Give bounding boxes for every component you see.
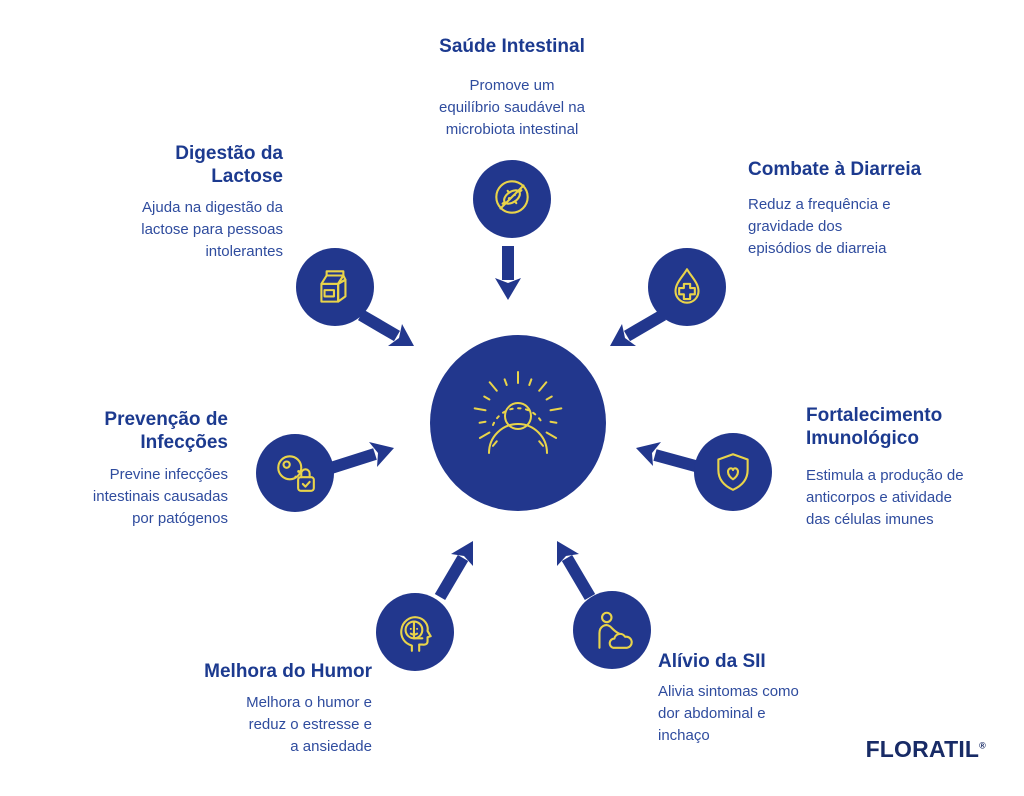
arrow-lactose-to-center: [357, 309, 414, 346]
milk-carton-icon: [296, 248, 374, 326]
benefit-title: Combate à Diarreia: [748, 159, 922, 180]
arrow-humor-to-center: [434, 541, 473, 601]
arrow-imunologico-to-center: [636, 442, 701, 473]
shield-heart-icon: [694, 433, 772, 511]
benefit-title: Prevenção de Infecções: [104, 409, 228, 453]
no-bacteria-icon: [489, 174, 535, 225]
benefit-description: Promove um equilíbrio saudável na microb…: [439, 77, 585, 138]
benefit-digestao-lactose: Digestão da Lactose Ajuda na digestão da…: [60, 142, 283, 263]
microbe-padlock-icon: [256, 434, 334, 512]
benefit-alivio-sii: Alívio da SII Alivia sintomas como dor a…: [658, 650, 868, 747]
benefit-description: Ajuda na digestão da lactose para pessoa…: [141, 199, 283, 260]
radiating-person-icon: [468, 370, 568, 476]
hub-circle: [430, 335, 606, 511]
medical-droplet-icon: [648, 248, 726, 326]
benefit-melhora-humor: Melhora do Humor Melhora o humor e reduz…: [140, 660, 372, 758]
benefit-title: Melhora do Humor: [204, 661, 372, 682]
benefit-description: Previne infecções intestinais causadas p…: [92, 466, 228, 527]
brand-logo: FLORATIL®: [866, 736, 986, 763]
benefit-fortalecimento-imunologico: Fortalecimento Imunológico Estimula a pr…: [806, 404, 1024, 531]
benefit-description: Estimula a produção de anticorpos e ativ…: [806, 467, 964, 528]
arrow-diarreia-to-center: [610, 309, 667, 346]
benefit-title: Digestão da Lactose: [175, 143, 283, 187]
head-mind-icon: [376, 593, 454, 671]
benefit-description: Melhora o humor e reduz o estresse e a a…: [246, 694, 372, 755]
benefit-saude-intestinal: Saúde Intestinal Promove um equilíbrio s…: [352, 35, 672, 141]
benefit-title: Saúde Intestinal: [439, 36, 585, 57]
brand-name: FLORATIL: [865, 736, 980, 762]
benefit-description: Alivia sintomas como dor abdominal e inc…: [658, 683, 799, 744]
benefit-title: Alívio da SII: [658, 651, 766, 672]
abdominal-pain-icon: [573, 591, 651, 669]
benefit-circle-saude-intestinal: [473, 160, 551, 238]
benefit-prevencao-infeccoes: Prevenção de Infecções Previne infecções…: [28, 408, 228, 530]
arrow-infeccoes-to-center: [329, 442, 394, 474]
benefit-combate-diarreia: Combate à Diarreia Reduz a frequência e …: [748, 158, 988, 260]
benefit-description: Reduz a frequência e gravidade dos episó…: [748, 196, 891, 257]
arrow-saude-to-center: [495, 246, 521, 300]
arrow-sii-to-center: [557, 541, 596, 601]
benefit-title: Fortalecimento Imunológico: [806, 405, 943, 449]
registered-trademark-symbol: ®: [979, 740, 986, 751]
